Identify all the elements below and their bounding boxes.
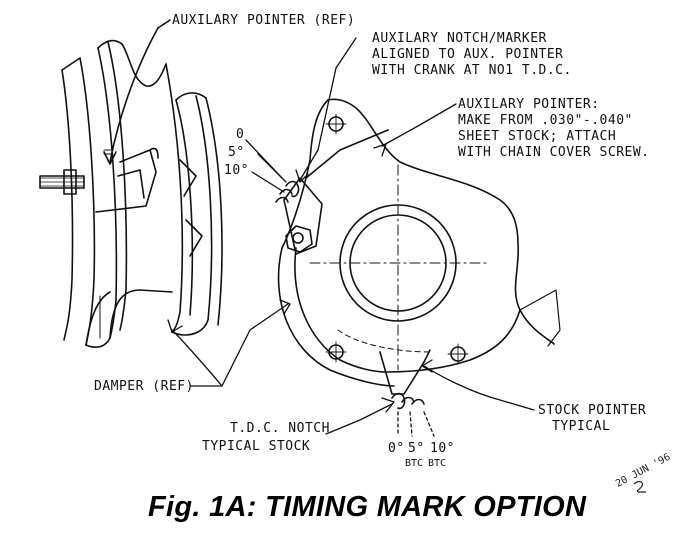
annotations: AUXILARY POINTER (REF) AUXILARY NOTCH/MA… [94,13,650,469]
label-aux-make-line2: MAKE FROM .030"-.040" [458,113,633,128]
label-aux-make-line3: SHEET STOCK; ATTACH [458,129,616,144]
label-aux-notch-line3: WITH CRANK AT NO1 T.D.C. [372,63,572,78]
label-aux-notch-line1: AUXILARY NOTCH/MARKER [372,31,547,46]
label-btc-5: BTC [405,458,423,469]
label-aux-make-line1: AUXILARY POINTER: [458,97,600,112]
label-degree-0: 0 [236,127,244,142]
label-tdc-notch-line2: TYPICAL STOCK [202,439,310,454]
label-stock-pointer-line1: STOCK POINTER [538,403,646,418]
label-tdc-notch-line1: T.D.C. NOTCH [230,421,330,436]
label-bottom-degree-5: 5° [408,441,425,456]
label-bottom-degree-0: 0° [388,441,405,456]
label-aux-notch-line2: ALIGNED TO AUX. POINTER [372,47,564,62]
label-aux-pointer-ref: AUXILARY POINTER (REF) [172,13,355,28]
label-aux-make-line4: WITH CHAIN COVER SCREW. [458,145,650,160]
label-stock-pointer-line2: TYPICAL [552,419,610,434]
label-degree-5: 5° [228,145,245,160]
signature-initial-mark [633,480,646,493]
label-degree-10: 10° [224,163,249,178]
label-btc-10: BTC [428,458,446,469]
damper-side-view [39,19,223,348]
leader-lines [167,37,535,437]
front-view [275,98,561,410]
label-damper-ref: DAMPER (REF) [94,379,194,394]
label-bottom-degree-10: 10° [430,441,455,456]
figure-caption: Fig. 1A: TIMING MARK OPTION [148,491,587,523]
